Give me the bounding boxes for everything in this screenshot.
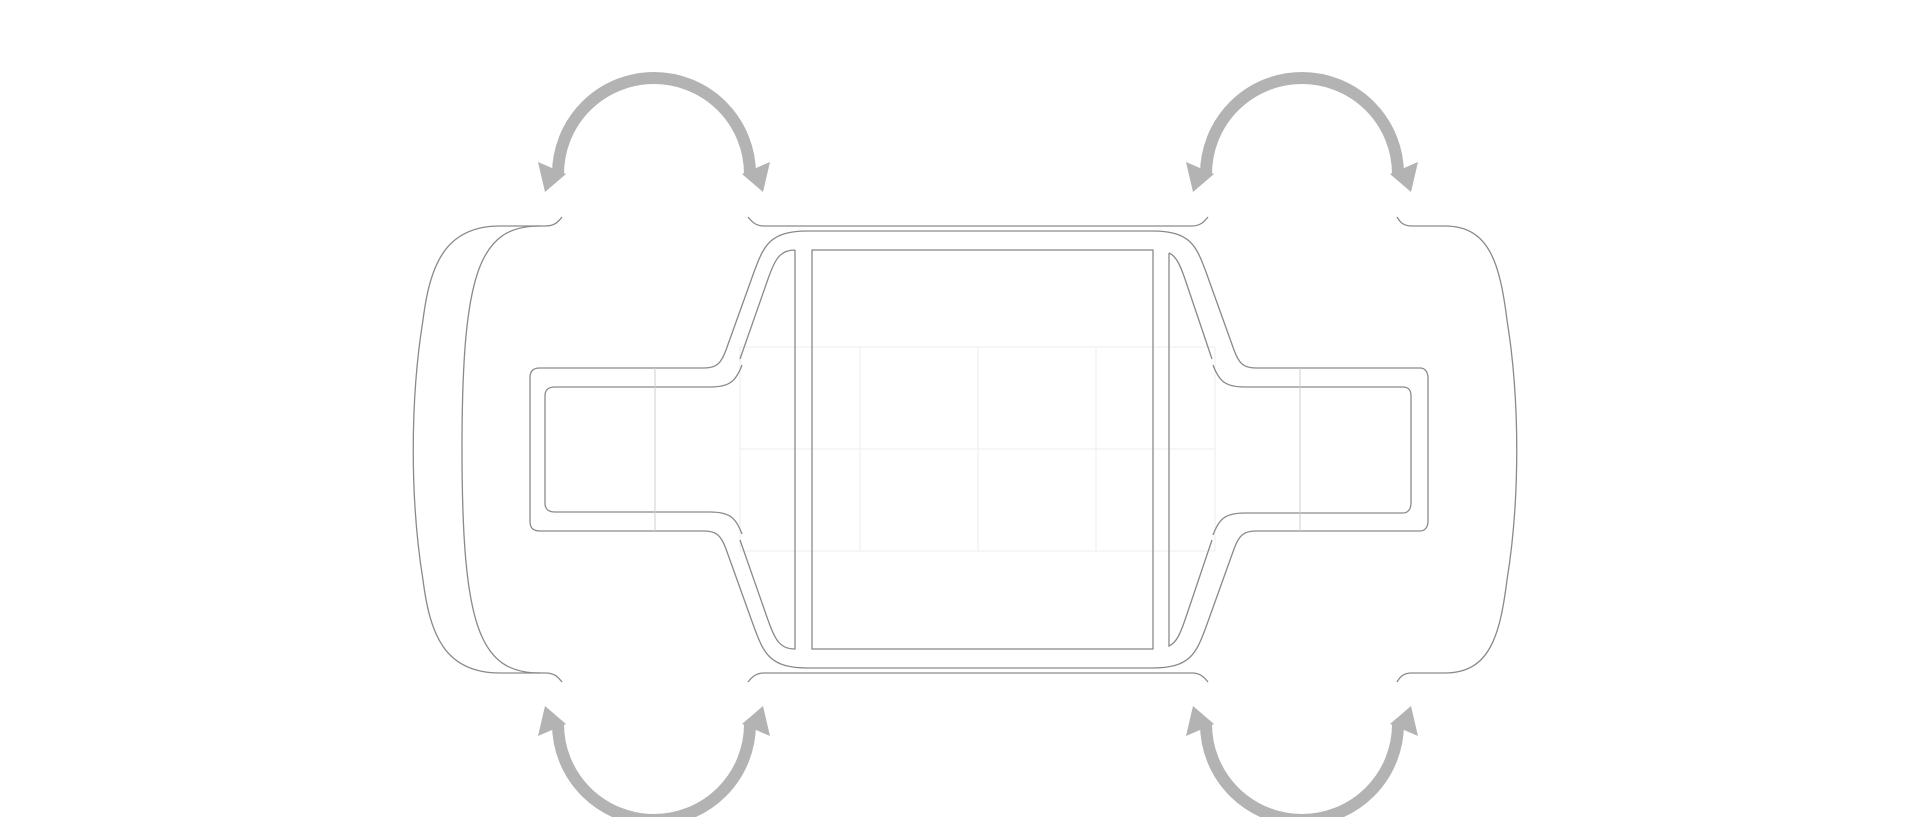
left-end-cap-outer: [412, 225, 540, 674]
left-bottom-tab: [540, 672, 563, 683]
right-end-cap-outer: [1420, 225, 1518, 674]
body-inner-outline: [544, 364, 743, 535]
right-bottom-tab: [1396, 672, 1420, 683]
left-side-panel: [739, 249, 796, 650]
cabin-grid: [739, 346, 1216, 552]
body-inner-outline-right: [1212, 364, 1412, 536]
top-bar: [747, 216, 1209, 227]
right-side-panel: [1168, 252, 1213, 647]
body-outer-outline: [529, 230, 1429, 669]
left-end-cap-inner: [461, 225, 541, 674]
right-top-tab: [1396, 216, 1420, 227]
bottom-bar: [747, 672, 1209, 683]
left-top-tab: [540, 216, 563, 227]
rotate-arrow-icon: [538, 78, 770, 192]
rotate-arrow-icon: [1186, 706, 1418, 817]
rotate-arrow-icon: [1186, 78, 1418, 192]
cabin-roof: [811, 249, 1154, 650]
rotate-arrow-icon: [538, 706, 770, 817]
